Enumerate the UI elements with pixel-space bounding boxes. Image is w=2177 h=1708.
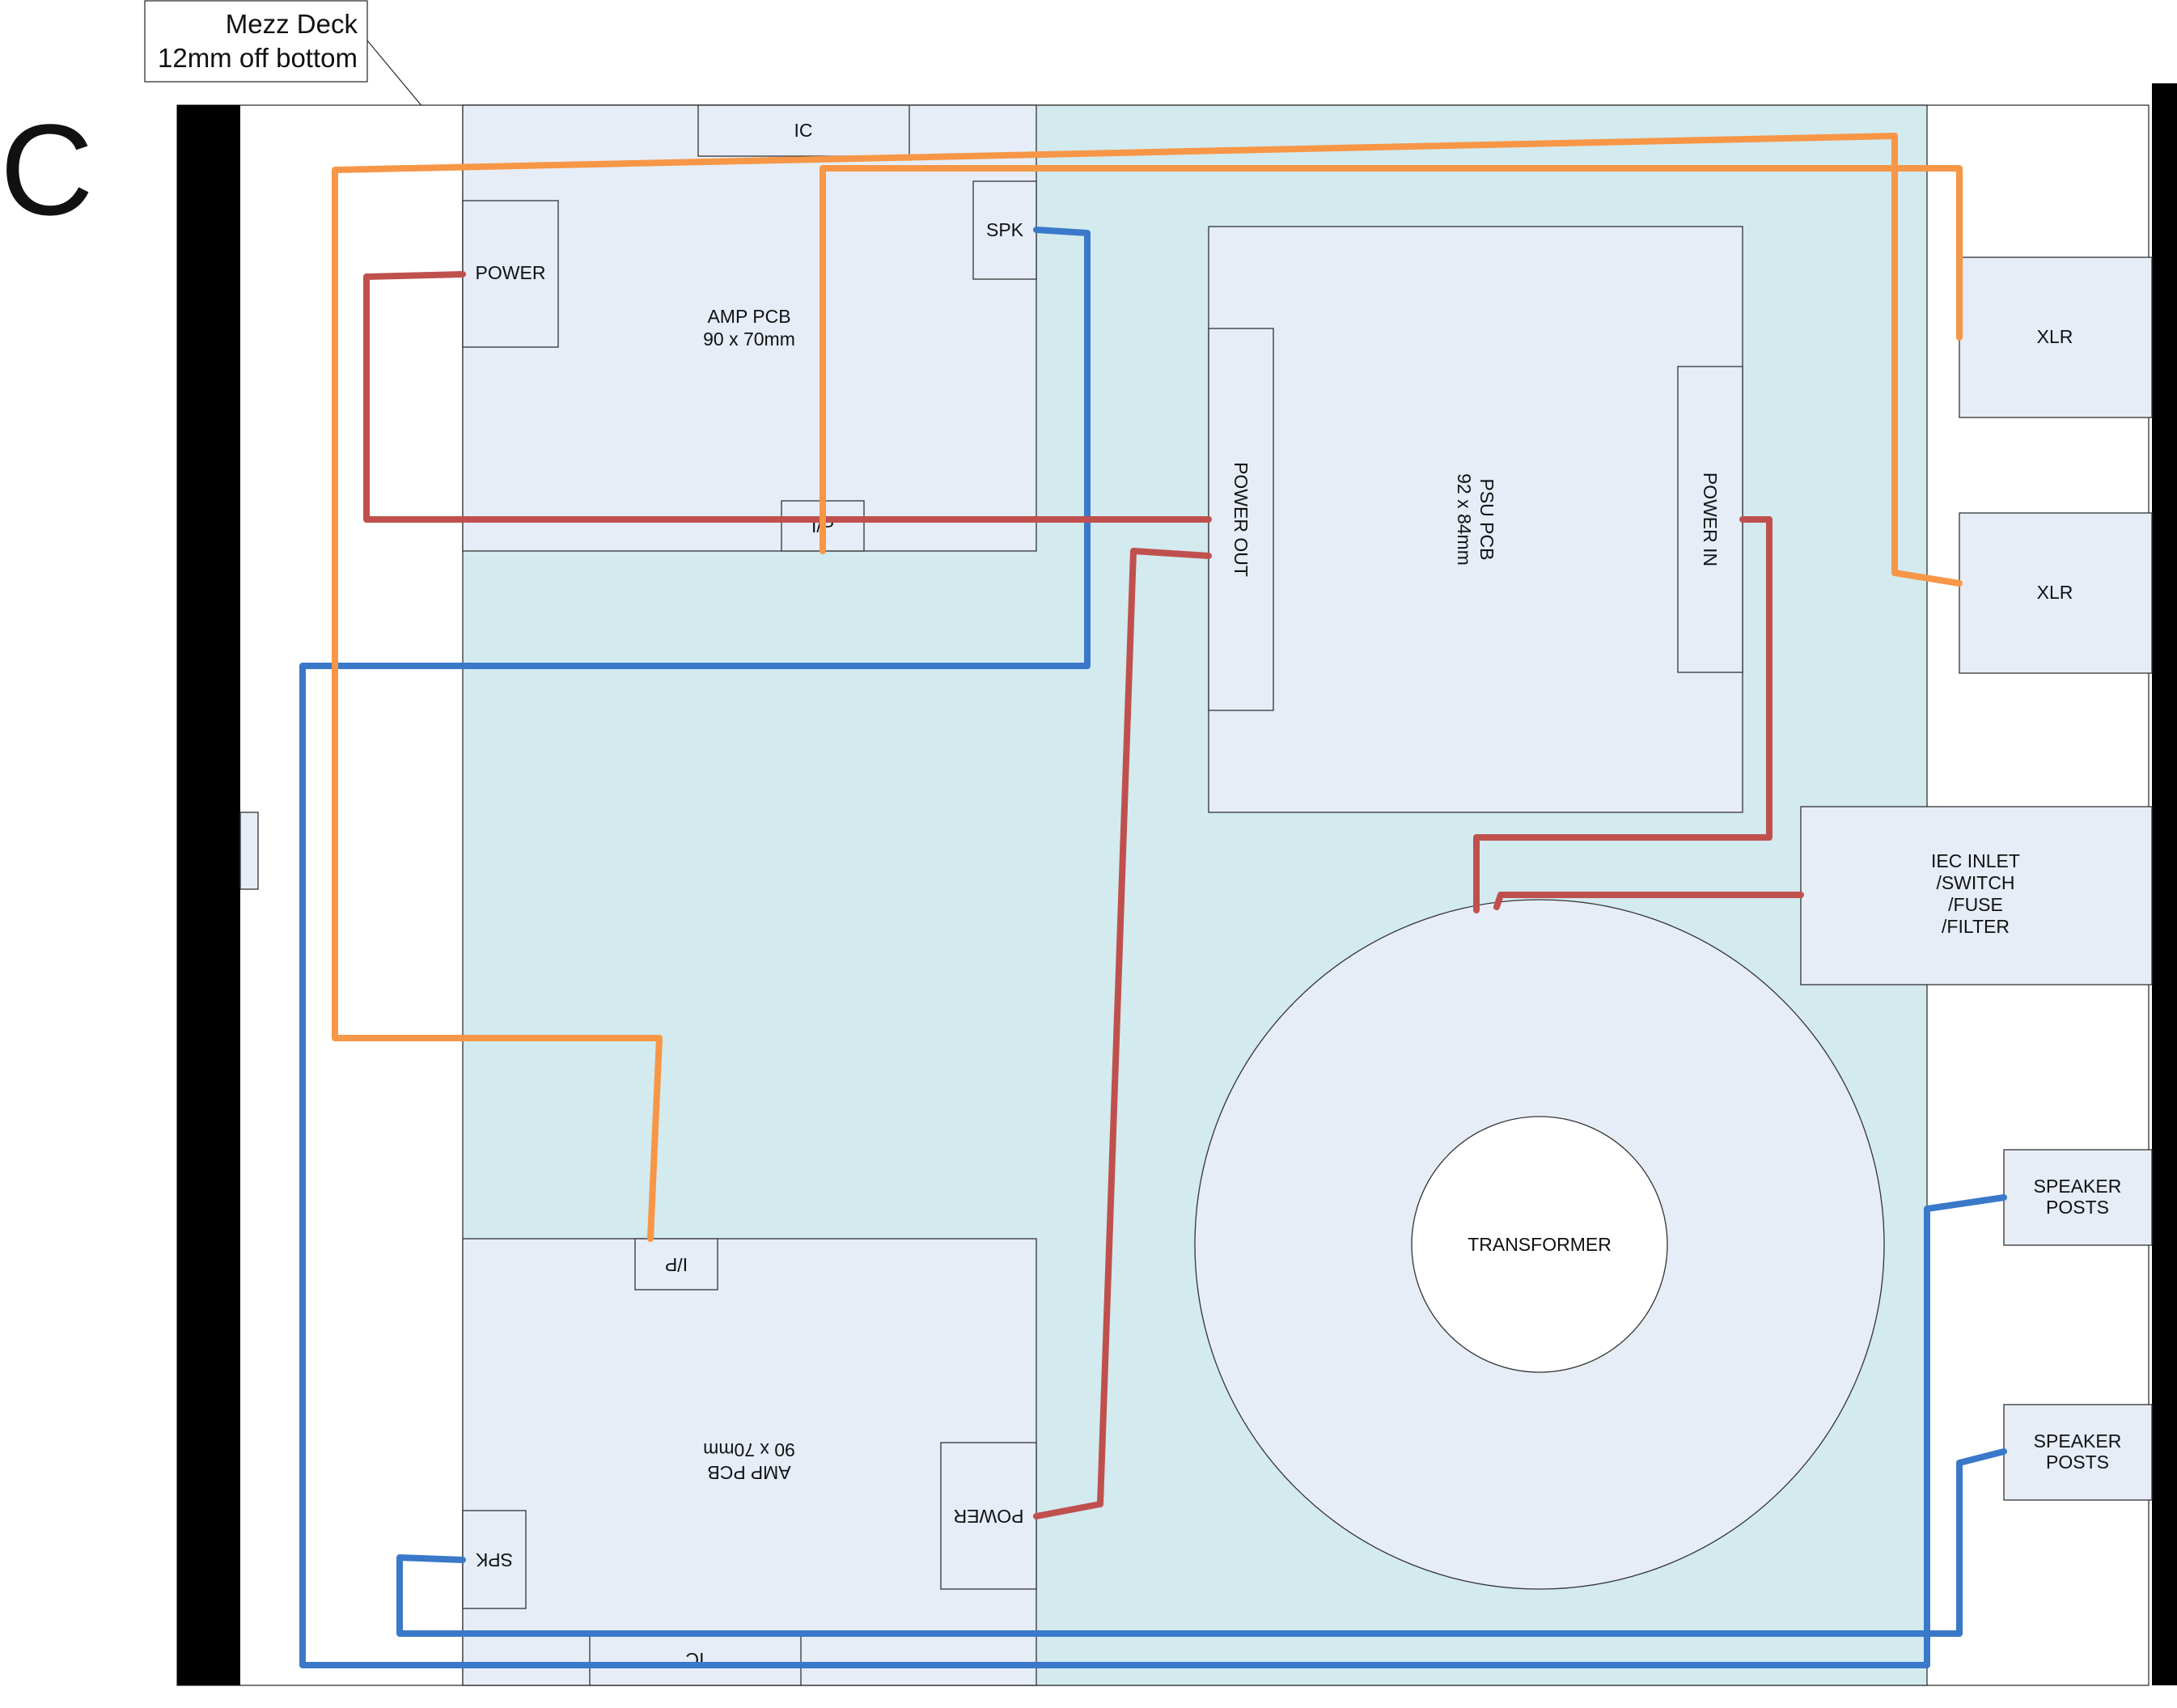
speaker-wire-top-amp bbox=[299, 227, 2007, 1668]
amp-top-spk-label: SPK bbox=[986, 219, 1024, 240]
amp-pcb-top: AMP PCB 90 x 70mm IC POWER SPK I/P bbox=[462, 104, 1037, 552]
power-wire-top-amp bbox=[363, 271, 1212, 523]
iec-line-4: /FILTER bbox=[1942, 916, 2010, 937]
transformer-label: TRANSFORMER bbox=[1468, 1234, 1612, 1255]
amp-top-power-connector bbox=[462, 200, 559, 348]
psu-power-in-connector bbox=[1677, 366, 1743, 673]
iec-line-1: IEC INLET bbox=[1931, 850, 2020, 871]
psu-power-in-label: POWER IN bbox=[1700, 473, 1721, 566]
psu-power-out-label: POWER OUT bbox=[1230, 462, 1252, 577]
speaker-posts-upper-line-2: POSTS bbox=[2046, 1197, 2109, 1218]
rear-panel bbox=[2152, 83, 2177, 1685]
callout-line-2: 12mm off bottom bbox=[158, 43, 358, 73]
speaker-wire-bottom-amp bbox=[396, 1448, 2007, 1637]
panel-letter: C bbox=[0, 97, 94, 242]
iec-line-3: /FUSE bbox=[1948, 894, 2003, 915]
amp-pcb-bottom-size: 90 x 70mm bbox=[703, 1439, 795, 1460]
speaker-posts-lower-line-2: POSTS bbox=[2046, 1452, 2109, 1473]
xlr-upper-body bbox=[1959, 256, 2153, 418]
amp-bottom-ic bbox=[589, 1634, 802, 1686]
speaker-posts-lower: SPEAKER POSTS bbox=[2003, 1404, 2153, 1501]
amp-pcb-top-size: 90 x 70mm bbox=[703, 328, 795, 350]
speaker-posts-upper-line-1: SPEAKER bbox=[2034, 1176, 2122, 1197]
amp-bottom-spk-label: SPK bbox=[475, 1549, 513, 1570]
front-panel bbox=[177, 105, 240, 1685]
amp-bottom-spk-connector bbox=[462, 1510, 527, 1609]
xlr-lower-body bbox=[1959, 512, 2153, 674]
amp-bottom-power-label: POWER bbox=[954, 1506, 1024, 1527]
iec-inlet-body bbox=[1800, 806, 2153, 985]
power-wire-psu-in bbox=[1473, 516, 1773, 913]
xlr-lower-label: XLR bbox=[2037, 582, 2073, 603]
iec-inlet: IEC INLET /SWITCH /FUSE /FILTER bbox=[1800, 806, 2153, 985]
amp-pcb-top-name: AMP PCB bbox=[707, 306, 790, 327]
xlr-upper-label: XLR bbox=[2037, 326, 2073, 347]
speaker-wiring bbox=[299, 227, 2007, 1668]
signal-wiring bbox=[332, 133, 1963, 1242]
signal-wire-bottom-amp bbox=[332, 133, 1963, 1242]
amp-bottom-ip-connector bbox=[634, 1238, 718, 1291]
amp-top-ic-label: IC bbox=[794, 120, 813, 141]
iec-line-2: /SWITCH bbox=[1936, 872, 2014, 893]
callout-box bbox=[144, 0, 368, 83]
front-indicator bbox=[239, 812, 259, 890]
transformer: TRANSFORMER bbox=[1194, 899, 1885, 1590]
xlr-lower: XLR bbox=[1959, 512, 2153, 674]
amp-bottom-power-connector bbox=[940, 1442, 1037, 1590]
speaker-posts-upper-body bbox=[2003, 1149, 2153, 1246]
xlr-upper: XLR bbox=[1959, 256, 2153, 418]
power-wire-iec bbox=[1493, 892, 1804, 910]
speaker-posts-upper: SPEAKER POSTS bbox=[2003, 1149, 2153, 1246]
transformer-core bbox=[1411, 1116, 1668, 1373]
power-wiring bbox=[363, 271, 1804, 1519]
amp-bottom-ip-label: I/P bbox=[665, 1254, 688, 1275]
power-wire-bottom-amp bbox=[1033, 548, 1212, 1519]
psu-pcb-board bbox=[1208, 226, 1743, 813]
speaker-posts-lower-line-1: SPEAKER bbox=[2034, 1430, 2122, 1452]
psu-pcb: PSU PCB 92 x 84mm POWER OUT POWER IN bbox=[1208, 226, 1743, 813]
amp-pcb-bottom: AMP PCB 90 x 70mm IC POWER SPK I/P bbox=[462, 1238, 1037, 1686]
psu-pcb-size: 92 x 84mm bbox=[1454, 473, 1475, 566]
psu-power-out-connector bbox=[1208, 328, 1274, 711]
amp-top-power-label: POWER bbox=[476, 262, 546, 283]
callout-line-1: Mezz Deck bbox=[226, 9, 358, 39]
amp-top-ic bbox=[697, 104, 910, 157]
psu-pcb-name: PSU PCB bbox=[1476, 479, 1497, 561]
amp-pcb-bottom-name: AMP PCB bbox=[707, 1462, 790, 1483]
signal-wire-top-amp bbox=[820, 165, 1963, 554]
